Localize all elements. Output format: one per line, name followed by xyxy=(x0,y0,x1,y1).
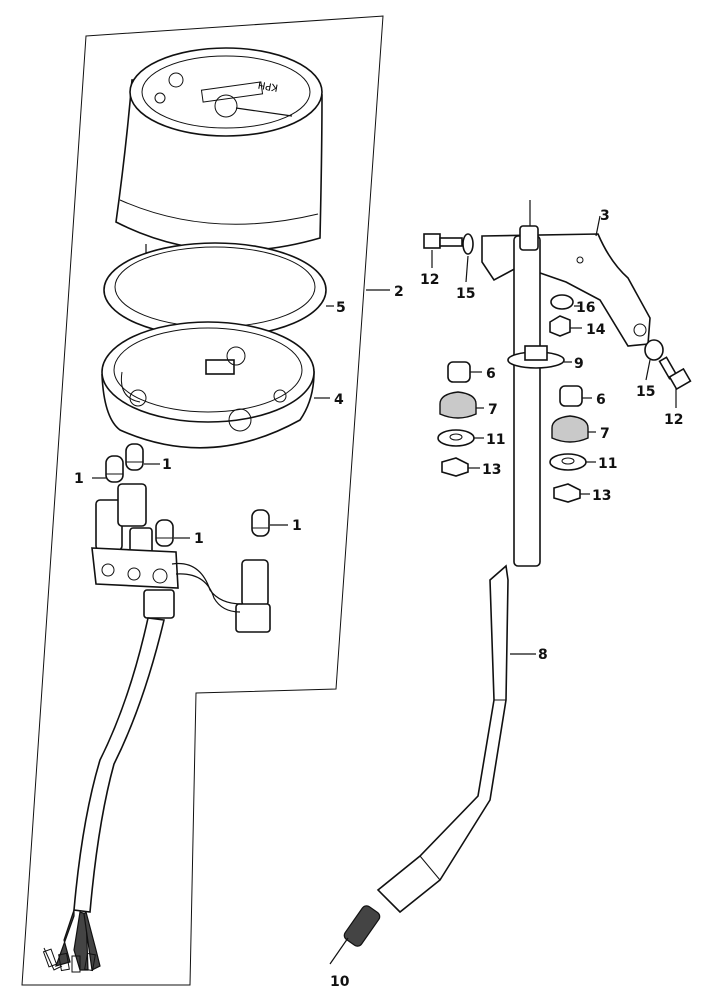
callout-11b: 11 xyxy=(598,456,617,472)
callout-11a: 11 xyxy=(486,432,505,448)
callout-1d: 1 xyxy=(292,518,302,534)
callout-12a: 12 xyxy=(420,272,439,288)
nut-right-13 xyxy=(553,483,581,503)
washer-right-15 xyxy=(644,339,664,361)
callout-7b: 7 xyxy=(600,426,610,442)
callout-7a: 7 xyxy=(488,402,498,418)
cushion-right-6 xyxy=(559,385,583,407)
callout-13a: 13 xyxy=(482,462,501,478)
washer-left-11 xyxy=(437,429,475,447)
washer-right-11 xyxy=(549,453,587,471)
callout-6b: 6 xyxy=(596,392,606,408)
callout-1b: 1 xyxy=(162,457,172,473)
callout-14: 14 xyxy=(586,322,606,338)
assembly-boundary xyxy=(21,15,384,986)
callout-16: 16 xyxy=(576,300,595,316)
callout-13b: 13 xyxy=(592,488,611,504)
callout-labels: 1 1 1 1 2 3 4 5 6 6 7 7 8 9 10 11 11 12 … xyxy=(74,208,683,990)
callout-9: 9 xyxy=(574,356,584,372)
nut-14 xyxy=(549,315,571,337)
bulb-2 xyxy=(125,443,144,471)
speedometer-cable xyxy=(329,564,509,965)
cushion-right-7 xyxy=(551,415,589,443)
nut-left-13 xyxy=(441,457,469,477)
bulb-4 xyxy=(251,509,270,537)
callout-12b: 12 xyxy=(664,412,683,428)
speedometer-head: KPH xyxy=(115,47,323,288)
meter-case xyxy=(101,321,315,449)
bolt-right-12 xyxy=(658,356,692,391)
callout-3: 3 xyxy=(600,208,610,224)
cushion-left-6 xyxy=(447,361,471,383)
callout-6a: 6 xyxy=(486,366,496,382)
callout-8: 8 xyxy=(538,647,548,663)
bulb-1 xyxy=(105,455,124,483)
bulb-3 xyxy=(155,519,174,547)
bulb-socket-harness xyxy=(42,483,271,973)
callout-15a: 15 xyxy=(456,286,475,302)
washer-left-15 xyxy=(462,233,474,255)
washer-16 xyxy=(550,294,574,310)
callout-1a: 1 xyxy=(74,471,84,487)
gauge-face-kph: KPH xyxy=(257,78,279,92)
callout-5: 5 xyxy=(336,300,346,316)
callout-10: 10 xyxy=(330,974,350,990)
cushion-left-7 xyxy=(439,391,477,419)
leader-lines xyxy=(92,215,677,655)
bolt-left-12 xyxy=(423,233,463,249)
callout-15b: 15 xyxy=(636,384,655,400)
callout-4: 4 xyxy=(334,392,344,408)
meter-shaft xyxy=(507,200,565,567)
callout-2: 2 xyxy=(394,284,404,300)
callout-1c: 1 xyxy=(194,531,204,547)
